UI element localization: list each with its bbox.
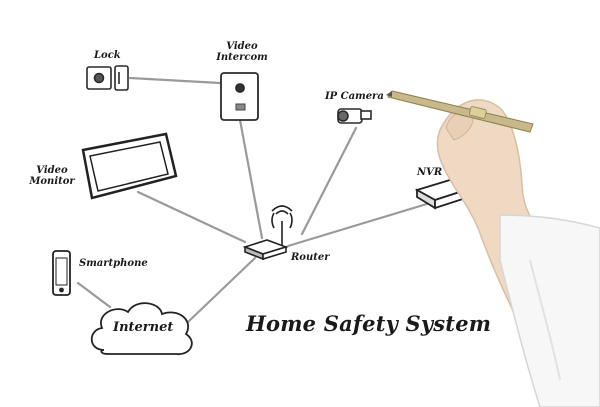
label-video-intercom-line1: Video [226,41,258,52]
internet-cloud-icon [90,302,193,355]
label-video-intercom-line2: Intercom [216,52,268,63]
link-monitor-router [136,190,247,244]
connection-lines [76,76,432,324]
label-ip-camera: IP Camera [325,91,384,102]
video-monitor-icon [81,132,178,200]
link-camera-router [300,126,358,236]
label-internet: Internet [113,320,174,335]
video-intercom-icon [220,72,259,121]
label-video-monitor-line2: Monitor [29,176,75,187]
router-icon [242,205,293,261]
hand-with-pen-image [386,90,600,407]
label-nvr: NVR [417,167,443,178]
label-smartphone: Smartphone [79,258,148,269]
smartphone-icon [52,250,71,296]
label-video-intercom: Video Intercom [214,41,270,63]
link-lock-intercom [128,76,222,85]
link-smartphone-internet [76,281,112,309]
link-intercom-router [238,118,264,240]
link-nvr-router [286,201,432,248]
label-router: Router [291,252,330,263]
lock-icon [86,65,129,91]
diagram-title: Home Safety System [246,311,492,336]
label-video-monitor: Video Monitor [28,165,76,187]
label-lock: Lock [94,50,121,61]
link-router-internet [186,256,257,324]
ip-camera-icon [337,108,372,124]
label-video-monitor-line1: Video [36,165,68,176]
